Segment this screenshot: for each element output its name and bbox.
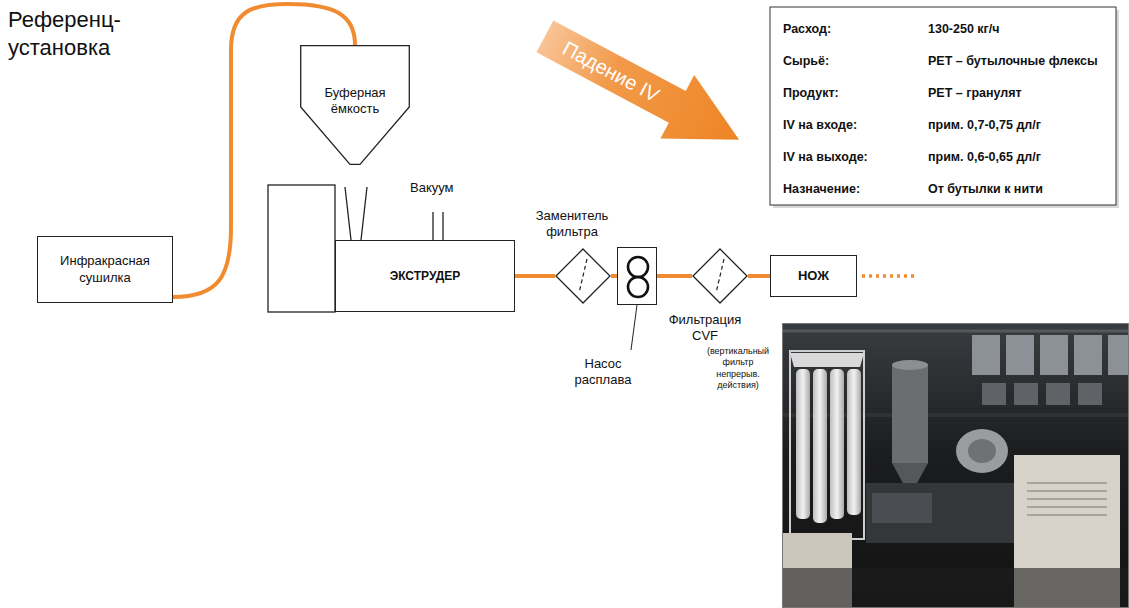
node-label-wrap: Буферная ёмкость [310,85,400,118]
pump-outline [618,248,658,306]
vacuum-vent [442,212,443,240]
diamond-polygon [556,249,610,303]
table-cell-wrap: Назначение: [783,182,860,197]
hopper-shape: Буферная ёмкость [300,45,410,165]
table-cell-wrap: PET – бутылочные флексы [928,54,1098,69]
table-cell: Расход: [783,22,831,37]
table-cell-wrap: От бутылки к нити [928,182,1043,197]
arrow-body [528,5,756,172]
table-cell: IV на входе: [783,118,857,133]
node-label-wrap: (вертикальный фильтр непрерыв. действия) [700,346,776,391]
diamond-outline [692,248,748,304]
cvf-filter-diamond: Фильтрация CVF(вертикальный фильтр непре… [692,248,748,304]
diagram-title: Референц- установка [8,6,136,62]
dryer-box: Инфракрасная сушилка [37,236,173,303]
table-cell: Продукт: [783,86,839,101]
vacuum-vent [432,212,433,240]
node-label: Фильтрация CVF [660,312,750,345]
table-cell-wrap: прим. 0,7-0,75 дл/г [928,118,1041,133]
filter-screen-line [716,259,724,293]
table-cell-wrap: 130-250 кг/ч [928,22,1000,37]
leader-line [631,305,637,350]
hopper-polygon [301,46,410,165]
gearbox-block [268,185,335,312]
node-label: (вертикальный фильтр непрерыв. действия) [700,346,776,391]
table-cell-wrap: Продукт: [783,86,839,101]
table-cell: прим. 0,7-0,75 дл/г [928,118,1041,133]
vacuum-label: Вакуум [410,180,454,196]
iv-drop-arrow: Падение IV [528,5,756,172]
node-label: Насос расплава [565,356,641,389]
melt-continuation [862,274,916,278]
table-cell-wrap: IV на выходе: [783,150,868,165]
pump-gear [628,277,648,297]
table-frame [770,7,1116,205]
table-cell: IV на выходе: [783,150,868,165]
table-cell-wrap: прим. 0,6-0,65 дл/г [928,150,1041,165]
feed-throat [345,187,367,240]
melt-pump-box: Насос расплава [617,247,657,305]
node-label: Заменитель фильтра [527,208,617,241]
table-cell-wrap: Сырьё: [783,54,829,69]
table-cell: От бутылки к нити [928,182,1043,197]
factory-photo [782,323,1129,608]
pump-gear [628,257,648,277]
node-label: Инфракрасная сушилка [49,253,161,286]
node-label-wrap: Заменитель фильтра [527,208,617,241]
table-cell: 130-250 кг/ч [928,22,1000,37]
node-label-wrap: Фильтрация CVF [660,312,750,345]
filter-screen-line [579,259,587,293]
table-cell-wrap: Расход: [783,22,831,37]
filter-changer-diamond: Заменитель фильтра [555,248,611,304]
table-cell: Назначение: [783,182,860,197]
vacuum-label-wrap: Вакуум [410,180,454,196]
diamond-outline [555,248,611,304]
table-cell-wrap: PET – гранулят [928,86,1022,101]
title-wrap: Референц- установка [8,6,136,62]
melt-line [748,274,770,278]
node-label: НОЖ [798,268,829,284]
table-cell: прим. 0,6-0,65 дл/г [928,150,1041,165]
arrow-label: Падение IV [558,36,663,108]
node-label: ЭКСТРУДЕР [390,269,461,284]
diamond-polygon [693,249,747,303]
table-cell: PET – гранулят [928,86,1022,101]
node-label-wrap: Насос расплава [565,356,641,389]
table-cell: Сырьё: [783,54,829,69]
melt-line [515,274,555,278]
cutter-box: НОЖ [770,255,857,297]
arrow-text-wrap: Падение IV [536,20,685,122]
node-label: Буферная ёмкость [310,85,400,118]
extruder-box: ЭКСТРУДЕР [335,240,515,312]
table-cell-wrap: IV на входе: [783,118,857,133]
melt-line [657,274,692,278]
table-cell: PET – бутылочные флексы [928,54,1098,69]
